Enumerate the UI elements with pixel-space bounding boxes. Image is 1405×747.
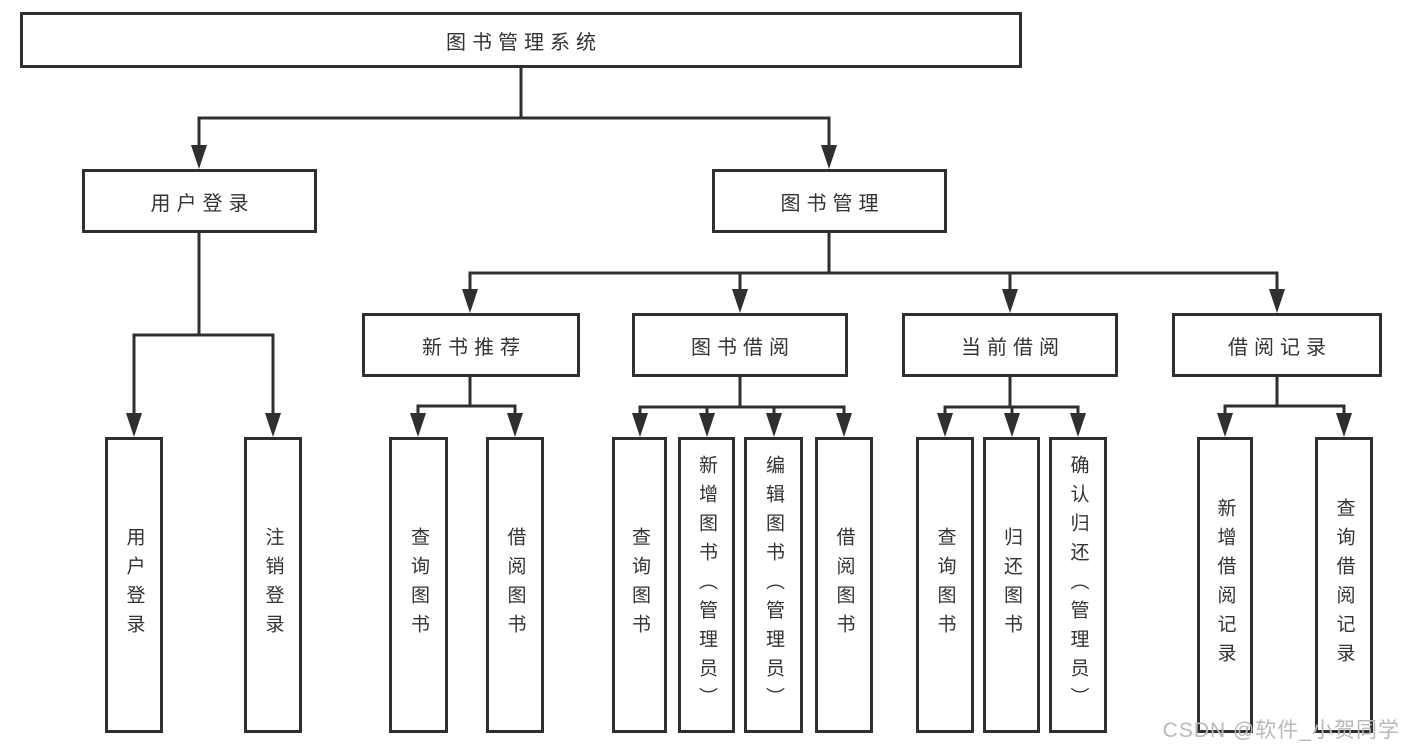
node-leaf-logout-label: 注销登录 <box>262 527 284 643</box>
node-current-borrow-label: 当前借阅 <box>961 336 1065 359</box>
node-borrow-record-label: 借阅记录 <box>1228 336 1332 359</box>
node-book-borrow: 图书借阅 <box>632 313 848 377</box>
node-new-book-recommend-label: 新书推荐 <box>422 336 526 359</box>
node-leaf-bb-add-book-admin-label: 新增图书（管理员） <box>696 454 717 716</box>
node-leaf-user-login-label: 用户登录 <box>123 527 145 643</box>
node-user-login-module: 用户登录 <box>82 169 317 233</box>
node-current-borrow: 当前借阅 <box>902 313 1118 377</box>
node-leaf-nbr-borrow-book: 借阅图书 <box>486 437 544 733</box>
node-leaf-nbr-query-book-label: 查询图书 <box>408 527 429 643</box>
node-leaf-user-login: 用户登录 <box>105 437 163 733</box>
node-leaf-bb-edit-book-admin: 编辑图书（管理员） <box>744 437 803 733</box>
node-leaf-logout: 注销登录 <box>244 437 302 733</box>
node-leaf-bb-edit-book-admin-label: 编辑图书（管理员） <box>763 454 784 716</box>
node-leaf-cb-confirm-return-admin: 确认归还（管理员） <box>1049 437 1107 733</box>
node-root-label: 图书管理系统 <box>446 31 602 54</box>
node-new-book-recommend: 新书推荐 <box>362 313 580 377</box>
node-leaf-bb-query-book-label: 查询图书 <box>629 527 650 643</box>
node-leaf-nbr-borrow-book-label: 借阅图书 <box>504 527 526 643</box>
node-leaf-nbr-query-book: 查询图书 <box>389 437 448 733</box>
node-book-management-label: 图书管理 <box>780 192 885 215</box>
node-leaf-br-query-record-label: 查询借阅记录 <box>1333 498 1355 672</box>
node-leaf-cb-query-book: 查询图书 <box>916 437 974 733</box>
node-leaf-cb-return-book-label: 归还图书 <box>1001 527 1022 643</box>
node-user-login-module-label: 用户登录 <box>150 192 255 215</box>
node-root: 图书管理系统 <box>20 12 1022 68</box>
node-leaf-br-query-record: 查询借阅记录 <box>1315 437 1373 733</box>
node-book-management: 图书管理 <box>712 169 947 233</box>
node-leaf-cb-query-book-label: 查询图书 <box>934 527 956 643</box>
node-book-borrow-label: 图书借阅 <box>691 336 795 359</box>
node-leaf-bb-query-book: 查询图书 <box>612 437 667 733</box>
csdn-watermark: CSDN @软件_小贺同学 <box>1162 719 1400 742</box>
node-leaf-bb-borrow-book: 借阅图书 <box>815 437 873 733</box>
node-leaf-br-add-record-label: 新增借阅记录 <box>1214 498 1236 672</box>
node-leaf-cb-return-book: 归还图书 <box>983 437 1040 733</box>
node-leaf-br-add-record: 新增借阅记录 <box>1197 437 1253 733</box>
node-leaf-bb-borrow-book-label: 借阅图书 <box>833 527 855 643</box>
node-leaf-cb-confirm-return-admin-label: 确认归还（管理员） <box>1067 454 1089 716</box>
node-borrow-record: 借阅记录 <box>1172 313 1382 377</box>
node-leaf-bb-add-book-admin: 新增图书（管理员） <box>678 437 735 733</box>
